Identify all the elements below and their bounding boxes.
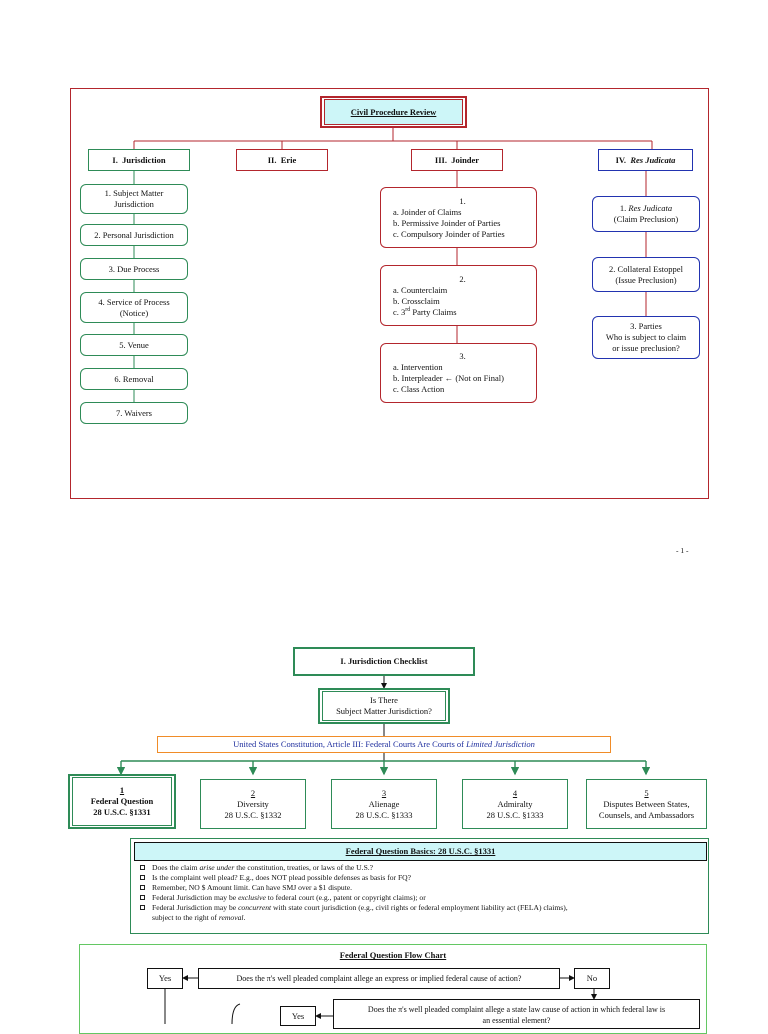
list-item: Federal Jurisdiction may be concurrent w… [138, 903, 706, 913]
fq-basics-list: Does the claim arise under the constitut… [138, 863, 706, 923]
list-item: Remember, NO $ Amount limit. Can have SM… [138, 883, 706, 893]
constitution-banner: United States Constitution, Article III:… [157, 736, 611, 753]
list-item: Is the complaint well plead? E.g., does … [138, 873, 706, 883]
jurisdiction-item: 3. Due Process [80, 258, 188, 280]
smj-question-box: Is There Subject Matter Jurisdiction? [318, 688, 450, 724]
category-joinder: III. Joinder [411, 149, 503, 171]
smj-type-admiralty: 4 Admiralty 28 U.S.C. §1333 [462, 779, 568, 829]
joinder-group: 3. a. Intervention b. Interpleader ← (No… [380, 343, 537, 403]
flow-yes-1: Yes [147, 968, 183, 989]
joinder-group: 2. a. Counterclaim b. Crossclaim c. 3rd … [380, 265, 537, 326]
smj-type-alienage: 3 Alienage 28 U.S.C. §1333 [331, 779, 437, 829]
list-item: Federal Jurisdiction may be exclusive to… [138, 893, 706, 903]
category-erie: II. Erie [236, 149, 328, 171]
list-item-continuation: subject to the right of removal. [152, 913, 246, 922]
smj-type-disputes: 5 Disputes Between States, Counsels, and… [586, 779, 707, 829]
res-judicata-item: 1. Res Judicata (Claim Preclusion) [592, 196, 700, 232]
checklist-title-box: I. Jurisdiction Checklist [293, 647, 475, 676]
smj-type-federal-question: 1 Federal Question 28 U.S.C. §1331 [68, 774, 176, 829]
jurisdiction-item: 5. Venue [80, 334, 188, 356]
category-res-judicata: IV. Res Judicata [598, 149, 693, 171]
jurisdiction-item: 1. Subject Matter Jurisdiction [80, 184, 188, 214]
flow-no-1: No [574, 968, 610, 989]
category-jurisdiction: I. Jurisdiction [88, 149, 190, 171]
fq-basics-panel [130, 838, 709, 934]
page-number: - 1 - [676, 546, 689, 555]
jurisdiction-item: 2. Personal Jurisdiction [80, 224, 188, 246]
flow-yes-2: Yes [280, 1006, 316, 1026]
flow-question-1: Does the π's well pleaded complaint alle… [198, 968, 560, 989]
flow-chart-title: Federal Question Flow Chart [339, 950, 447, 960]
list-item: Does the claim arise under the constitut… [138, 863, 706, 873]
jurisdiction-item: 6. Removal [80, 368, 188, 390]
fq-basics-title: Federal Question Basics: 28 U.S.C. §1331 [134, 842, 707, 861]
left-arrow-icon: ← [444, 373, 454, 383]
diagram-title: Civil Procedure Review [350, 106, 437, 117]
flow-question-2: Does the π's well pleaded complaint alle… [333, 999, 700, 1029]
smj-type-diversity: 2 Diversity 28 U.S.C. §1332 [200, 779, 306, 829]
jurisdiction-item: 4. Service of Process (Notice) [80, 292, 188, 323]
joinder-group: 1. a. Joinder of Claims b. Permissive Jo… [380, 187, 537, 248]
page1-frame [70, 88, 709, 499]
jurisdiction-item: 7. Waivers [80, 402, 188, 424]
diagram-title-box: Civil Procedure Review [320, 96, 467, 128]
res-judicata-item: 2. Collateral Estoppel (Issue Preclusion… [592, 257, 700, 292]
res-judicata-item: 3. Parties Who is subject to claim or is… [592, 316, 700, 359]
